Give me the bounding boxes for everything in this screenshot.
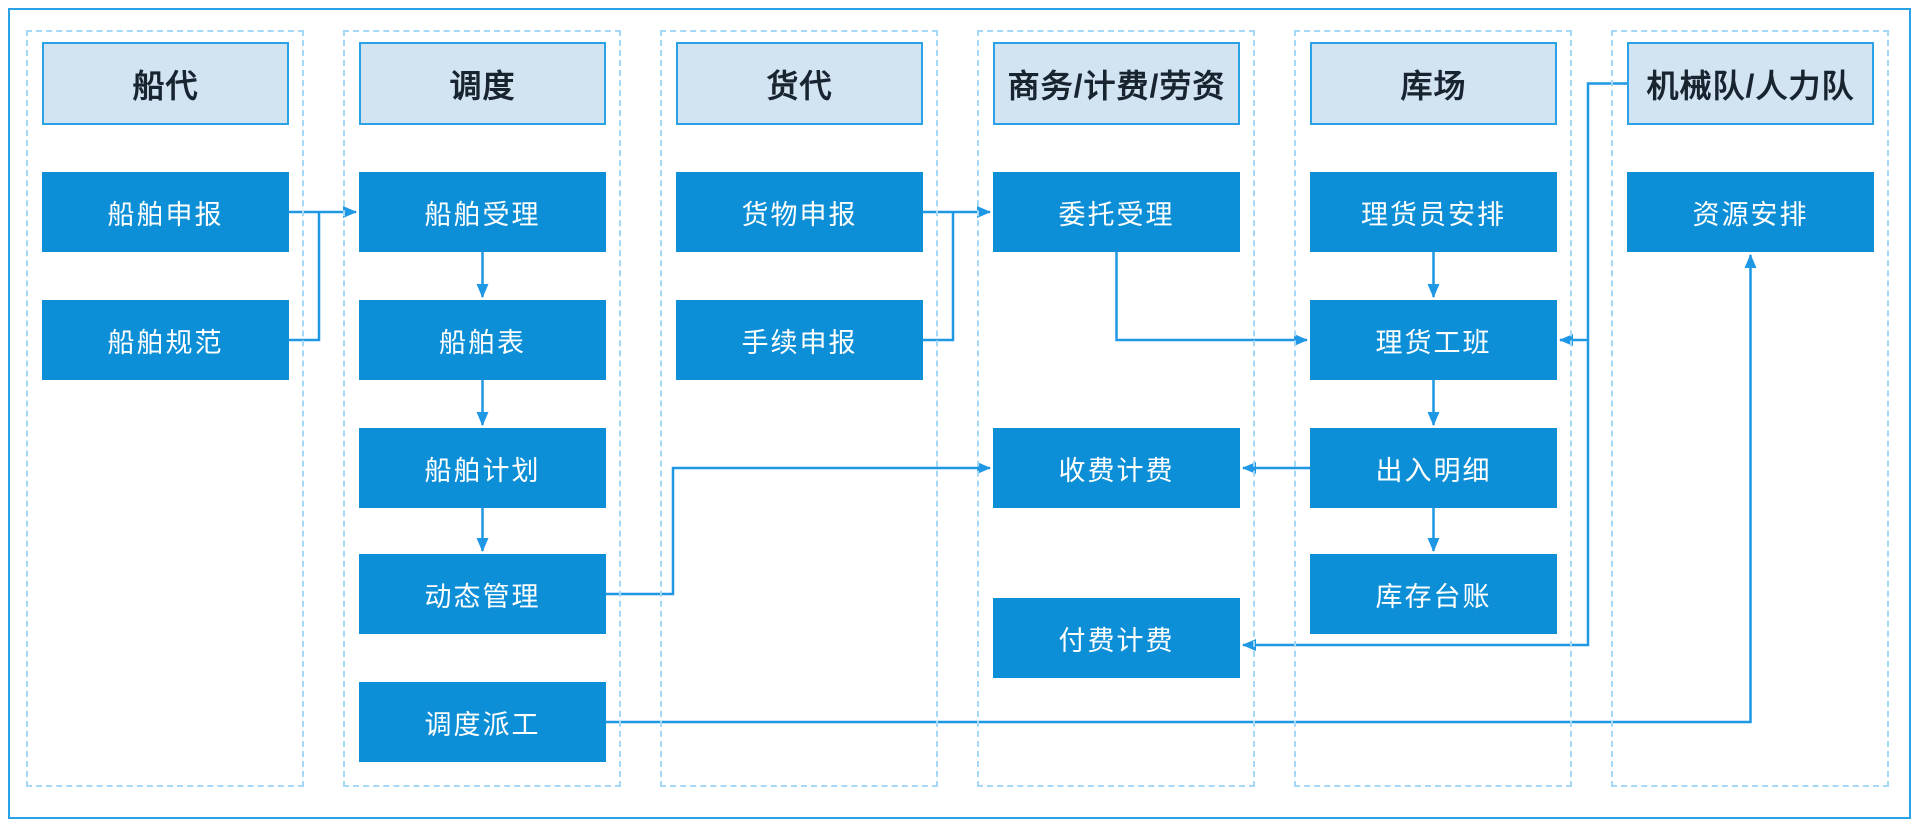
- node-inout-detail: 出入明细: [1310, 428, 1557, 508]
- node-formality-declare: 手续申报: [676, 300, 923, 380]
- node-resource-arrange: 资源安排: [1627, 172, 1874, 252]
- node-ship-spec: 船舶规范: [42, 300, 289, 380]
- node-ship-accept: 船舶受理: [359, 172, 606, 252]
- lane-business: [977, 30, 1255, 787]
- diagram-outer-border: [8, 8, 1911, 819]
- node-dyn-mgmt: 动态管理: [359, 554, 606, 634]
- node-ship-declare: 船舶申报: [42, 172, 289, 252]
- node-ship-plan: 船舶计划: [359, 428, 606, 508]
- lane-header-dispatch: 调度: [359, 42, 606, 125]
- node-inventory-ledger: 库存台账: [1310, 554, 1557, 634]
- node-pay-billing: 付费计费: [993, 598, 1240, 678]
- lane-header-yard: 库场: [1310, 42, 1557, 125]
- node-charge-billing: 收费计费: [993, 428, 1240, 508]
- node-tally-arrange: 理货员安排: [1310, 172, 1557, 252]
- node-tally-shift: 理货工班: [1310, 300, 1557, 380]
- node-ship-table: 船舶表: [359, 300, 606, 380]
- lane-ship-agent: [26, 30, 304, 787]
- node-dispatch-assign: 调度派工: [359, 682, 606, 762]
- lane-header-machinery: 机械队/人力队: [1627, 42, 1874, 125]
- lane-dispatch: [343, 30, 621, 787]
- node-cargo-declare: 货物申报: [676, 172, 923, 252]
- lane-machinery: [1611, 30, 1889, 787]
- lane-header-ship-agent: 船代: [42, 42, 289, 125]
- lane-header-freight-agent: 货代: [676, 42, 923, 125]
- lane-header-business: 商务/计费/劳资: [993, 42, 1240, 125]
- lane-freight-agent: [660, 30, 938, 787]
- node-entrust-accept: 委托受理: [993, 172, 1240, 252]
- lane-yard: [1294, 30, 1572, 787]
